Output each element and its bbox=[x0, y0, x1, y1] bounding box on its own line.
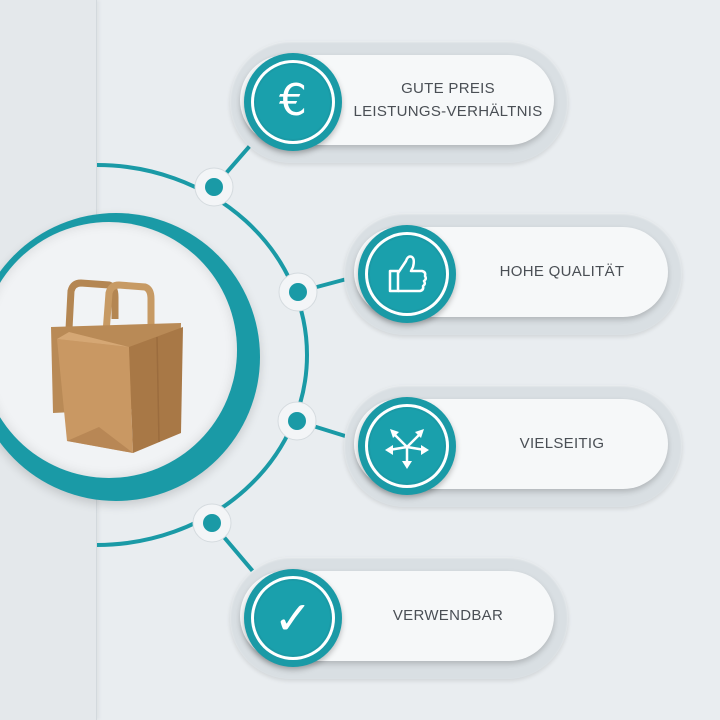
checkmark-icon: ✓ bbox=[251, 576, 335, 660]
feature-label-price-performance: GUTE PREIS LEISTUNGS-VERHÄLTNIS bbox=[353, 79, 543, 120]
feature-label-versatile: VIELSEITIG bbox=[519, 435, 605, 453]
node-1 bbox=[194, 167, 234, 207]
feature-card-versatile: VIELSEITIG bbox=[344, 385, 682, 507]
feature-label-quality: HOHE QUALITÄT bbox=[499, 263, 625, 281]
product-image-frame bbox=[0, 222, 237, 478]
feature-icon-ring bbox=[358, 225, 456, 323]
node-4 bbox=[192, 503, 232, 543]
feature-card-quality: HOHE QUALITÄT bbox=[344, 213, 682, 335]
arrows-out-icon bbox=[365, 404, 449, 488]
node-3 bbox=[277, 401, 317, 441]
product-circle bbox=[0, 213, 260, 501]
thumbs-up-icon bbox=[365, 232, 449, 316]
feature-icon-ring: € bbox=[244, 53, 342, 151]
feature-icon-ring: ✓ bbox=[244, 569, 342, 667]
feature-icon-ring bbox=[358, 397, 456, 495]
euro-icon: € bbox=[251, 60, 335, 144]
feature-label-usable: VERWENDBAR bbox=[392, 607, 504, 625]
paper-bag-image bbox=[51, 279, 183, 453]
node-2 bbox=[278, 272, 318, 312]
feature-card-usable: ✓ VERWENDBAR bbox=[230, 557, 568, 679]
feature-card-price-performance: € GUTE PREIS LEISTUNGS-VERHÄLTNIS bbox=[230, 41, 568, 163]
